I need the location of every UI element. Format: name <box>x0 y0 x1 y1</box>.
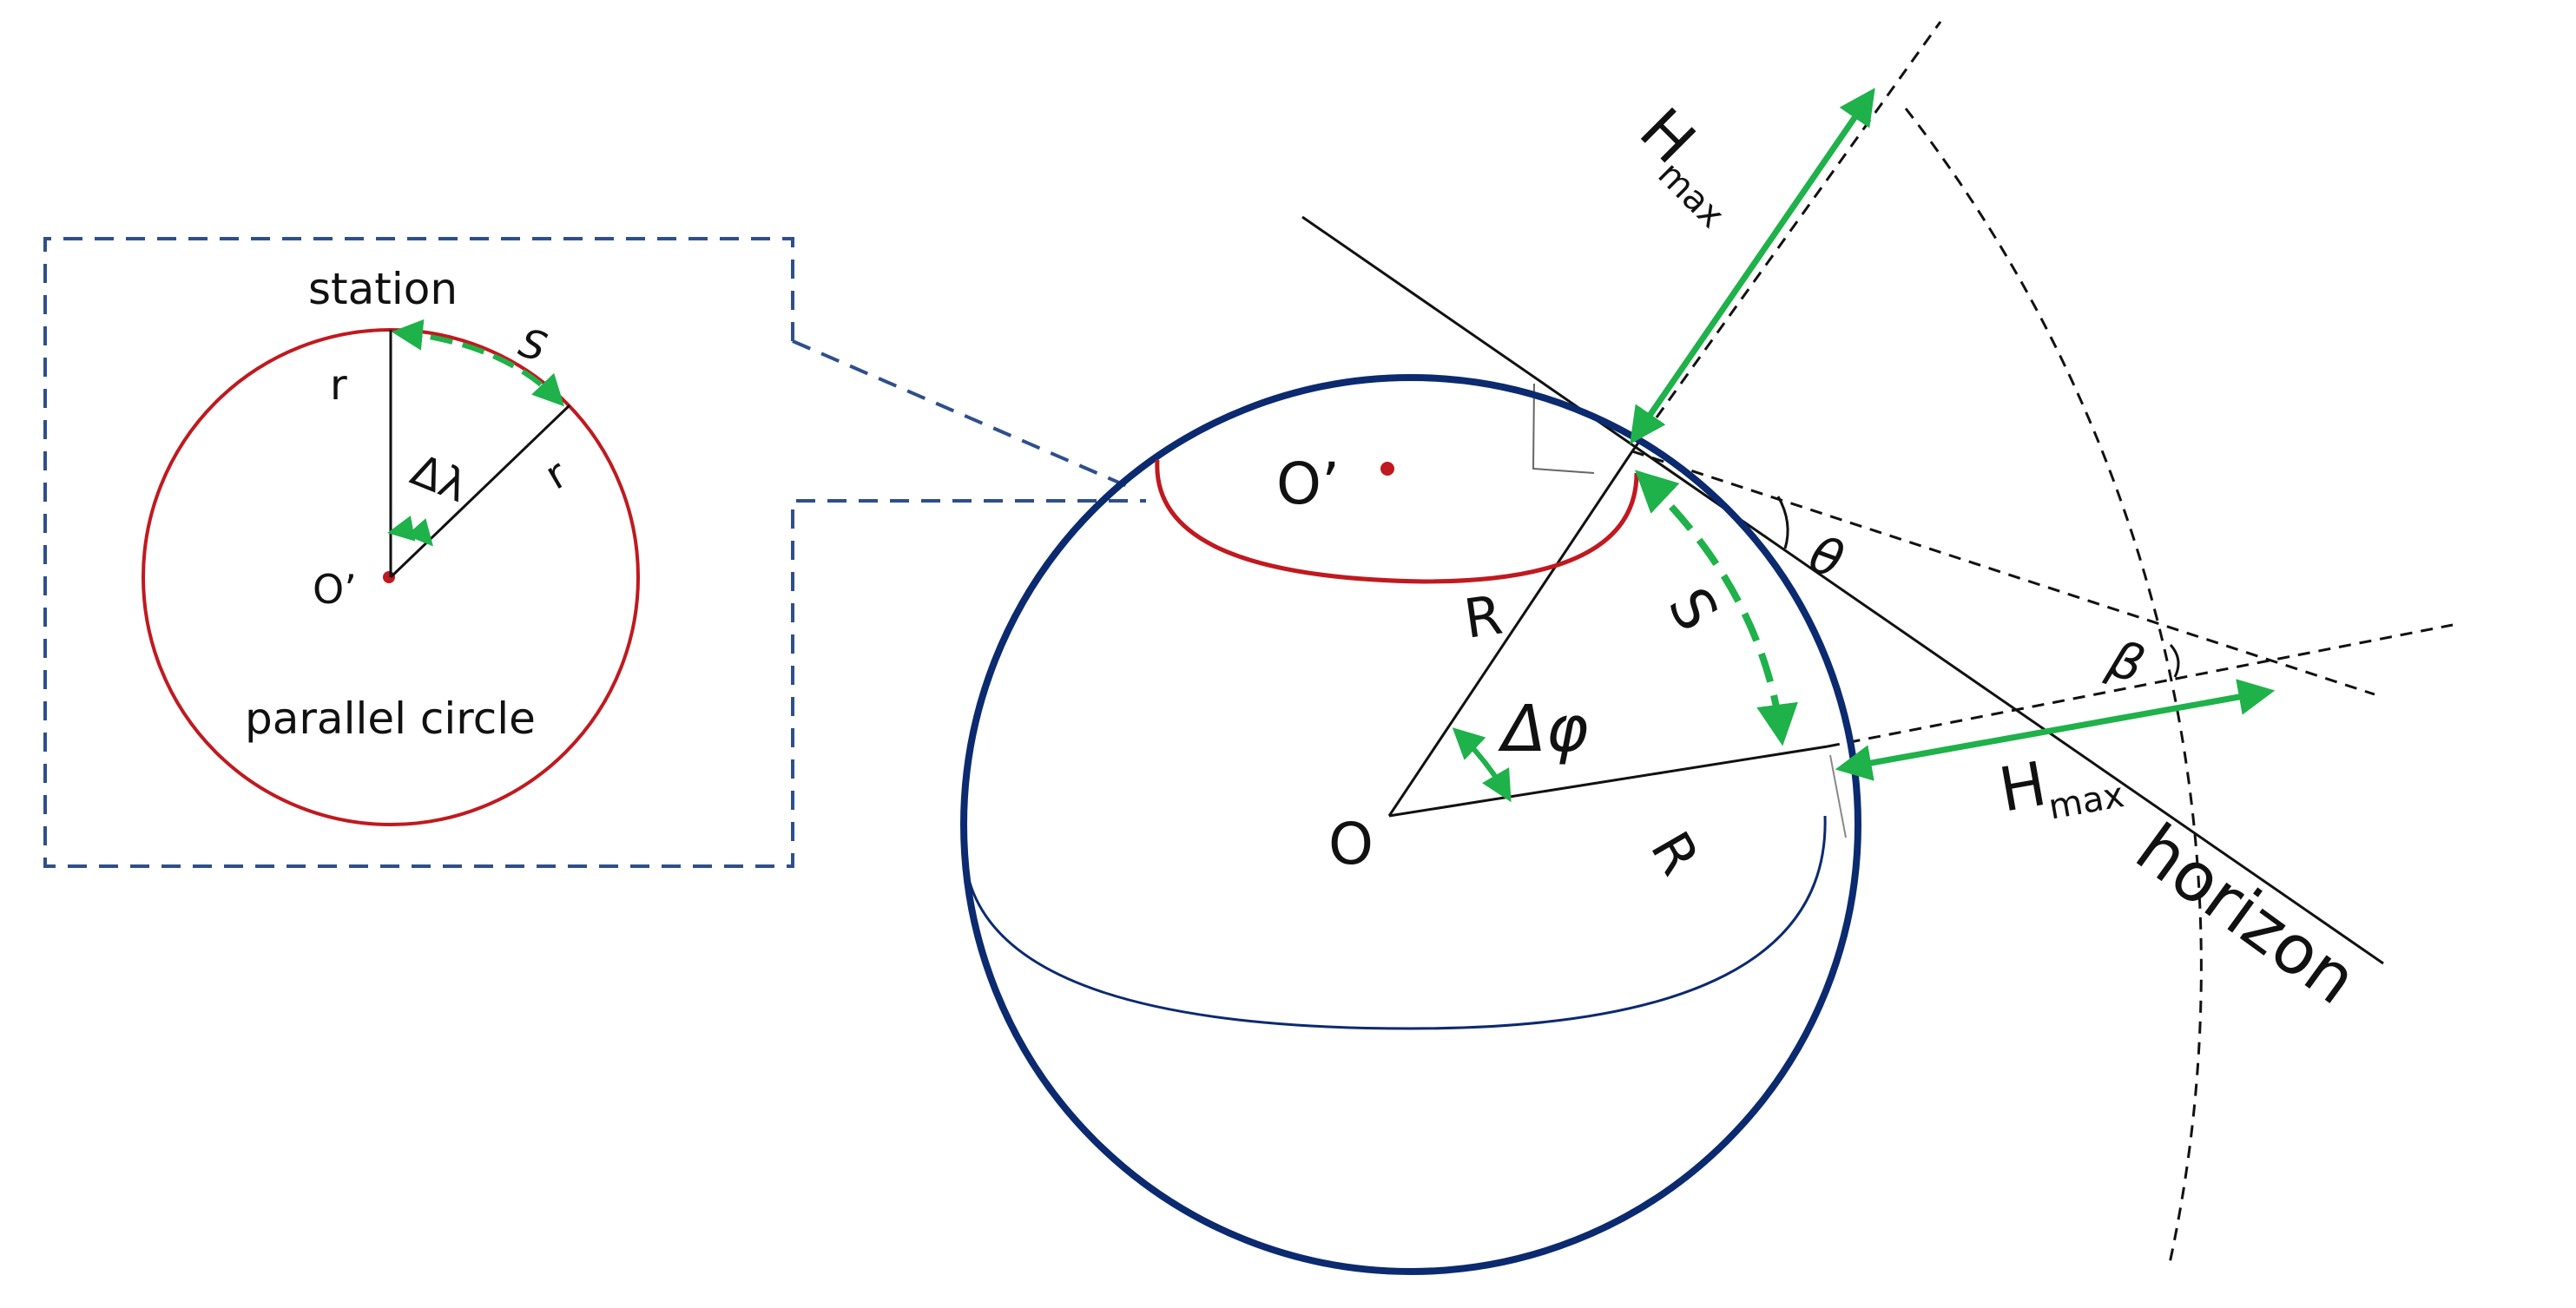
beta-angle-arc <box>2169 644 2180 678</box>
main-figure: O’ R O Δφ R S θ β H max H max horizon <box>960 21 2454 1275</box>
sphere-outline <box>960 374 1861 1275</box>
outer-dashed-arc <box>1904 108 2203 1268</box>
inset-panel: station r S Δλ r O’ parallel circle <box>43 237 1146 868</box>
center-o-label: O <box>1328 811 1374 877</box>
inset-parallel-circle-label: parallel circle <box>245 693 536 744</box>
inset-station-label: station <box>308 264 458 314</box>
equator-ellipse <box>964 815 1827 1030</box>
horizon-line <box>1301 215 2384 965</box>
line-of-sight-dashed <box>1631 450 2375 696</box>
h-max-bottom-sub: max <box>2046 775 2127 827</box>
inset-s-label: S <box>514 319 552 371</box>
right-angle-marker <box>1532 383 1595 474</box>
r-lower-label: R <box>1638 821 1712 885</box>
h-max-bottom-label: H max <box>1994 748 2127 828</box>
horizon-label: horizon <box>2122 810 2371 1021</box>
radius-to-station <box>1387 450 1634 817</box>
h-max-vertical-arrow <box>1630 88 1875 444</box>
radius-to-point <box>1388 745 1828 818</box>
inset-delta-lambda-label: Δλ <box>405 444 475 512</box>
inset-connector-line <box>792 339 1134 490</box>
theta-label: θ <box>1802 524 1851 590</box>
parallel-center-dot <box>1380 462 1394 476</box>
o-prime-label: O’ <box>1276 450 1340 517</box>
inset-angle-arrow <box>387 516 433 547</box>
delta-phi-label: Δφ <box>1498 692 1588 766</box>
inset-r-diagonal-label: r <box>537 450 575 498</box>
inset-o-prime-label: O’ <box>313 566 357 613</box>
inset-radius-diagonal <box>389 404 571 579</box>
h-max-top-label: H max <box>1626 95 1732 236</box>
r-upper-label: R <box>1460 583 1506 651</box>
inset-center-dot <box>383 571 395 583</box>
s-main-label: S <box>1655 577 1731 642</box>
arc-s-arrow <box>1635 470 1798 746</box>
parallel-circle-arc <box>1155 459 1639 584</box>
inset-dashed-box <box>43 237 1146 868</box>
sphere-edge-tick <box>1829 754 1847 838</box>
h-max-bottom-main: H <box>1994 748 2052 826</box>
inset-r-vertical-label: r <box>330 361 347 410</box>
theta-angle-arc <box>1776 496 1789 549</box>
upper-radial-dashed-line <box>1631 21 1942 452</box>
delta-phi-angle-arrow <box>1452 727 1512 803</box>
h-max-horizon-arrow <box>1835 679 2276 781</box>
